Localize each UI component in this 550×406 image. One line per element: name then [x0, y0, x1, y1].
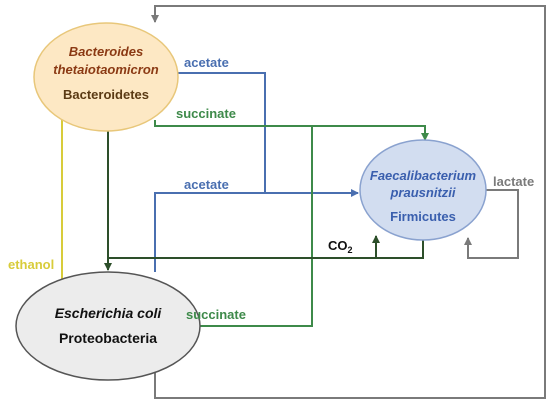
co2-label-subscript: 2: [348, 245, 353, 255]
co2-label: CO2: [328, 238, 353, 255]
faecalibacterium-phylum: Firmicutes: [390, 209, 456, 224]
acetate-top-arrow: [160, 72, 359, 197]
lactate-loop-arrow: [464, 189, 519, 259]
acetate-top-label: acetate: [184, 55, 229, 70]
succinate-top-label: succinate: [176, 106, 236, 121]
bacteroides-node: Bacteroides thetaiotaomicron Bacteroidet…: [33, 22, 179, 132]
ethanol-label: ethanol: [8, 257, 54, 272]
faecalibacterium-ellipse: [359, 139, 487, 241]
ecoli-name: Escherichia coli: [55, 305, 163, 321]
faecalibacterium-name-line1: Faecalibacterium: [370, 168, 477, 183]
ecoli-node: Escherichia coli Proteobacteria: [15, 271, 201, 381]
bacteroides-ellipse: [33, 22, 179, 132]
co2-label-main: CO: [328, 238, 348, 253]
ecoli-phylum: Proteobacteria: [59, 330, 157, 346]
co2-to-ecoli-arrow: [108, 240, 424, 259]
bacteroides-name-line1: Bacteroides: [69, 44, 143, 59]
faecalibacterium-name-line2: prausnitzii: [389, 185, 455, 200]
succinate-bottom-label: succinate: [186, 307, 246, 322]
faecalibacterium-node: Faecalibacterium prausnitzii Firmicutes: [359, 139, 487, 241]
bacteroides-phylum: Bacteroidetes: [63, 87, 149, 102]
gray-outer-loop-arrow: [151, 5, 546, 399]
succinate-bottom-arrow: [200, 126, 313, 327]
acetate-mid-arrow: [154, 192, 265, 272]
lactate-label: lactate: [493, 174, 534, 189]
succinate-top-arrow: [154, 120, 429, 141]
bacteroides-name-line2: thetaiotaomicron: [53, 62, 159, 77]
ecoli-ellipse: [15, 271, 201, 381]
acetate-mid-label: acetate: [184, 177, 229, 192]
